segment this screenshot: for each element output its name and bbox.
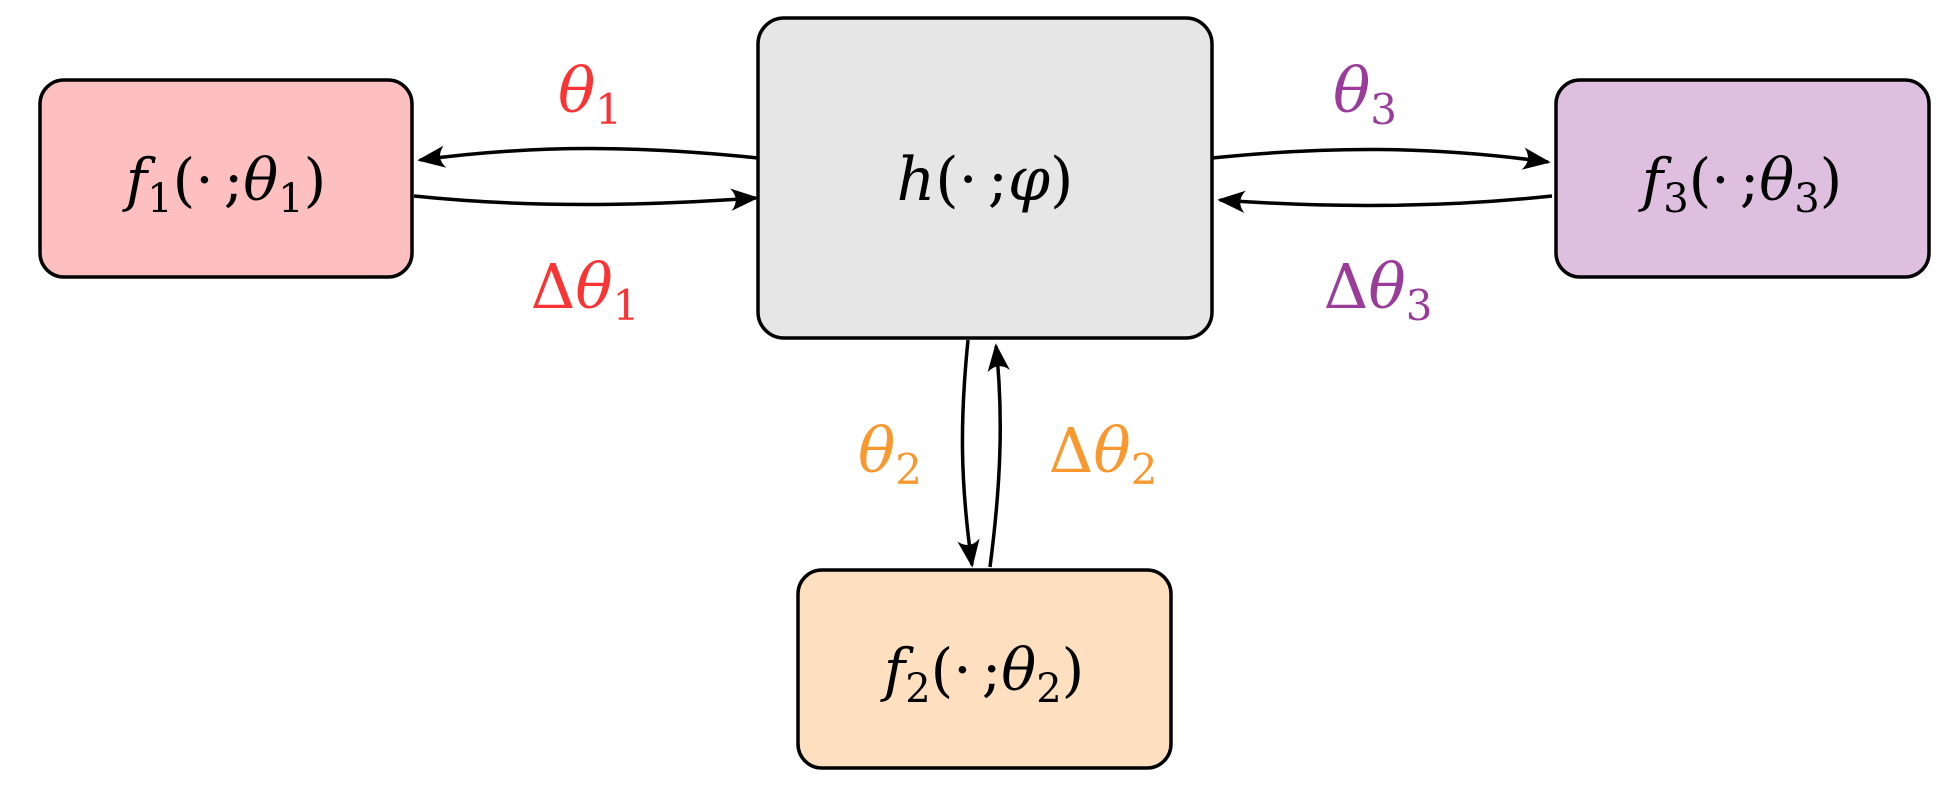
node-f3-label: f3(·;θ3) <box>1638 146 1843 222</box>
edge-label-theta3: θ3 <box>1333 54 1397 134</box>
edge-f2-to-hub <box>987 343 1010 568</box>
node-f3-box <box>1554 78 1931 279</box>
node-f2-box <box>796 568 1173 770</box>
edge-label-delta-theta2: Δθ2 <box>1049 414 1158 494</box>
edge-hub-to-f1 <box>417 145 759 168</box>
edge-f1-to-hub <box>413 188 759 211</box>
edge-label-delta-theta1: Δθ1 <box>531 250 640 330</box>
node-f2-label: f2(·;θ2) <box>880 636 1085 712</box>
node-hub: h(·;φ) <box>756 16 1214 340</box>
edge-label-theta2: θ2 <box>858 414 922 494</box>
node-f3: f3(·;θ3) <box>1554 78 1931 279</box>
node-f2: f2(·;θ2) <box>796 568 1173 770</box>
edges <box>413 145 1553 568</box>
node-hub-box <box>756 16 1214 340</box>
edge-label-theta1: θ1 <box>558 54 622 134</box>
node-f1-box <box>38 78 414 279</box>
edge-f3-to-hub <box>1217 190 1553 213</box>
edge-hub-to-f3 <box>1211 147 1551 170</box>
node-f1: f1(·;θ1) <box>38 78 414 279</box>
edge-hub-to-f2 <box>957 339 980 568</box>
edge-label-delta-theta3: Δθ3 <box>1324 250 1433 330</box>
node-hub-label: h(·;φ) <box>897 145 1074 215</box>
